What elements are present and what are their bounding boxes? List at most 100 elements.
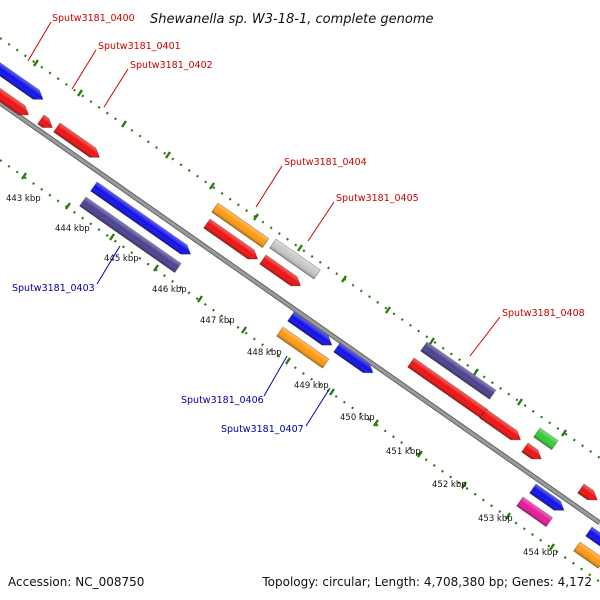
leader-line [305, 387, 331, 427]
gene-feature[interactable] [211, 202, 270, 249]
gene-feature-shade [529, 484, 564, 511]
accession-text: Accession: NC_008750 [8, 575, 144, 589]
track-tick [197, 295, 203, 303]
kbp-label: 443 kbp [6, 194, 41, 204]
kbp-label: 452 kbp [432, 480, 467, 490]
gene-feature-shade [90, 182, 191, 255]
track-tick [297, 244, 303, 252]
backbone-line [0, 101, 600, 525]
map-title: Shewanella sp. W3-18-1, complete genome [150, 12, 433, 27]
track-tick [461, 481, 467, 489]
gene-feature-shade [573, 542, 600, 569]
track-tick [285, 357, 291, 365]
gene-labels-upper: Sputw3181_0400 Sputw3181_0401 Sputw3181_… [27, 13, 585, 357]
gene-feature[interactable] [420, 341, 497, 400]
gene-feature-shade [259, 255, 301, 286]
kbp-label: 444 kbp [55, 224, 90, 234]
gene-feature[interactable] [479, 408, 524, 444]
track-tick [33, 59, 39, 67]
kbp-label: 450 kbp [340, 413, 375, 423]
gene-feature-shade [479, 409, 521, 440]
kbp-label: 454 kbp [523, 548, 558, 558]
gene-label-sputw3181-0400[interactable]: Sputw3181_0400 [52, 13, 135, 24]
gene-feature[interactable] [259, 254, 304, 290]
topology-summary: Topology: circular; Length: 4,708,380 bp… [261, 575, 592, 589]
gene-feature[interactable] [79, 196, 182, 274]
gene-feature-shade [211, 203, 269, 248]
kbp-label: 447 kbp [200, 316, 235, 326]
gene-feature-shade [407, 358, 492, 419]
gene-feature-shade [37, 115, 53, 128]
leader-line [71, 49, 97, 90]
gene-feature[interactable] [276, 326, 330, 369]
dotted-track [0, 159, 600, 583]
gene-feature-shade [276, 327, 329, 369]
kbp-labels: 443 kbp 444 kbp 445 kbp 446 kbp 447 kbp … [6, 194, 558, 558]
gene-feature[interactable] [333, 342, 376, 377]
gene-feature[interactable] [516, 496, 554, 528]
track-tick [549, 543, 555, 551]
track-tick [165, 151, 171, 159]
gene-feature[interactable] [90, 181, 194, 259]
gene-feature-shade [53, 123, 100, 158]
gene-feature[interactable] [529, 483, 567, 515]
kbp-label: 449 kbp [294, 381, 329, 391]
gene-label-sputw3181-0404[interactable]: Sputw3181_0404 [284, 157, 367, 168]
leader-line [469, 316, 501, 357]
kbp-label: 446 kbp [152, 285, 187, 295]
kbp-label: 451 kbp [386, 447, 421, 457]
leader-line [96, 245, 121, 285]
gene-feature[interactable] [53, 122, 103, 162]
leader-line [307, 201, 335, 242]
track-tick [561, 429, 567, 437]
gene-label-sputw3181-0402[interactable]: Sputw3181_0402 [130, 60, 213, 71]
track-tick [153, 264, 159, 272]
kbp-label: 445 kbp [104, 254, 139, 264]
leader-line [103, 68, 129, 108]
gene-label-sputw3181-0401[interactable]: Sputw3181_0401 [98, 41, 181, 52]
track-tick [329, 388, 335, 396]
gene-label-sputw3181-0407[interactable]: Sputw3181_0407 [221, 424, 304, 435]
track-tick [209, 182, 215, 190]
gene-feature-shade [0, 84, 29, 115]
gene-feature[interactable] [287, 311, 335, 350]
track-tick [253, 213, 259, 221]
gene-labels-lower: Sputw3181_0403 Sputw3181_0406 Sputw3181_… [12, 245, 331, 435]
gene-feature-shade [420, 342, 496, 400]
gene-feature[interactable] [0, 83, 32, 119]
gene-feature-shade [516, 497, 553, 527]
leader-line [263, 355, 288, 397]
dotted-track [0, 37, 600, 459]
gene-feature-shade [0, 57, 43, 100]
dotted-tracks [0, 37, 600, 583]
kbp-label: 453 kbp [478, 514, 513, 524]
gene-feature[interactable] [521, 442, 545, 463]
gene-feature[interactable] [269, 238, 321, 280]
leader-line [27, 21, 52, 62]
gene-feature-shade [521, 443, 542, 459]
track-tick [373, 419, 379, 427]
gene-feature[interactable] [0, 56, 46, 104]
gene-feature[interactable] [573, 541, 600, 569]
track-tick [241, 326, 247, 334]
track-tick [429, 337, 435, 345]
gene-feature-shade [79, 197, 182, 273]
track-tick [77, 89, 83, 97]
gene-label-sputw3181-0405[interactable]: Sputw3181_0405 [336, 193, 419, 204]
gene-label-sputw3181-0406[interactable]: Sputw3181_0406 [181, 395, 264, 406]
track-tick [385, 306, 391, 314]
gene-feature[interactable] [533, 427, 559, 451]
gene-feature-shade [577, 484, 598, 500]
gene-label-sputw3181-0408[interactable]: Sputw3181_0408 [502, 308, 585, 319]
gene-feature[interactable] [203, 218, 261, 264]
gene-feature[interactable] [37, 114, 56, 132]
track-tick [417, 450, 423, 458]
track-tick [65, 202, 71, 210]
gene-feature[interactable] [577, 483, 600, 504]
track-tick [21, 172, 27, 180]
track-tick [473, 368, 479, 376]
gene-label-sputw3181-0403[interactable]: Sputw3181_0403 [12, 283, 95, 294]
gene-feature-shade [269, 239, 321, 279]
gene-features [0, 56, 600, 569]
